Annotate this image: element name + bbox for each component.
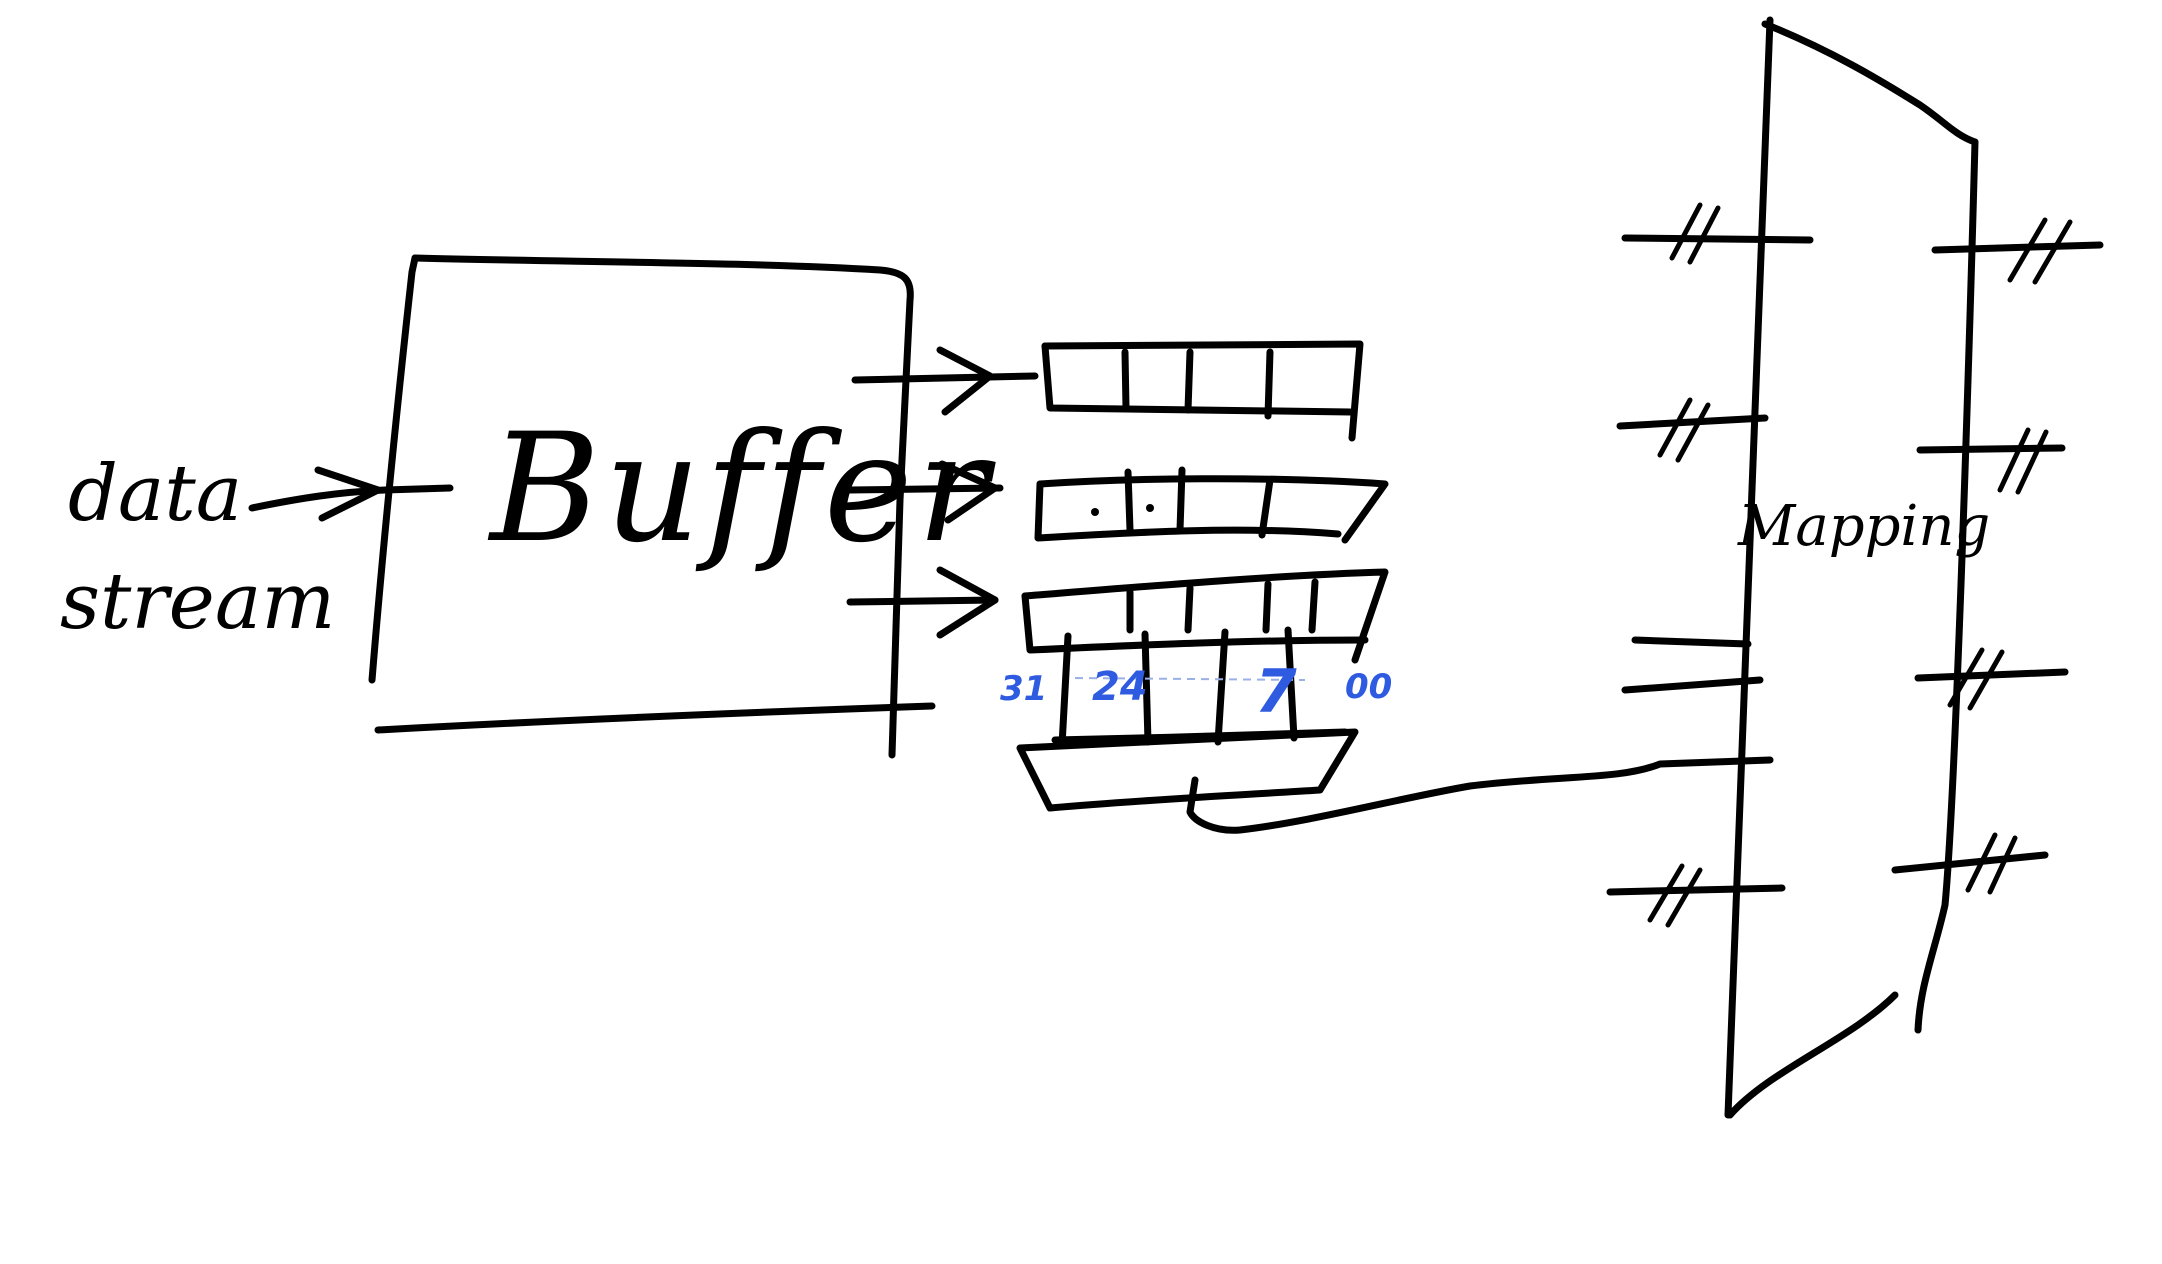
input-arrow: [248, 466, 454, 522]
register-3: [1021, 568, 1389, 749]
register-1: [1041, 340, 1364, 442]
bit-label-31: 31: [1000, 669, 1047, 709]
mapping-input-ports: [1606, 202, 1814, 928]
output-trapezoid: [1016, 728, 1359, 812]
buffer-output-arrows: [846, 346, 1039, 639]
stream-label: stream: [60, 557, 335, 647]
register-2: [1034, 466, 1389, 544]
bit-label-24: 24: [1092, 664, 1148, 710]
data-label: data: [68, 449, 242, 539]
bit-label-7: 7: [1255, 657, 1297, 727]
mapping-connection-wire: [1186, 756, 1774, 834]
bit-label-00: 00: [1345, 667, 1392, 707]
mapping-label: Mapping: [1737, 494, 1990, 559]
bit-range-guide: [1074, 677, 1306, 681]
buffer-box: [368, 254, 936, 759]
mapping-block: [1724, 16, 1979, 1119]
mapping-output-ports: [1891, 217, 2104, 895]
